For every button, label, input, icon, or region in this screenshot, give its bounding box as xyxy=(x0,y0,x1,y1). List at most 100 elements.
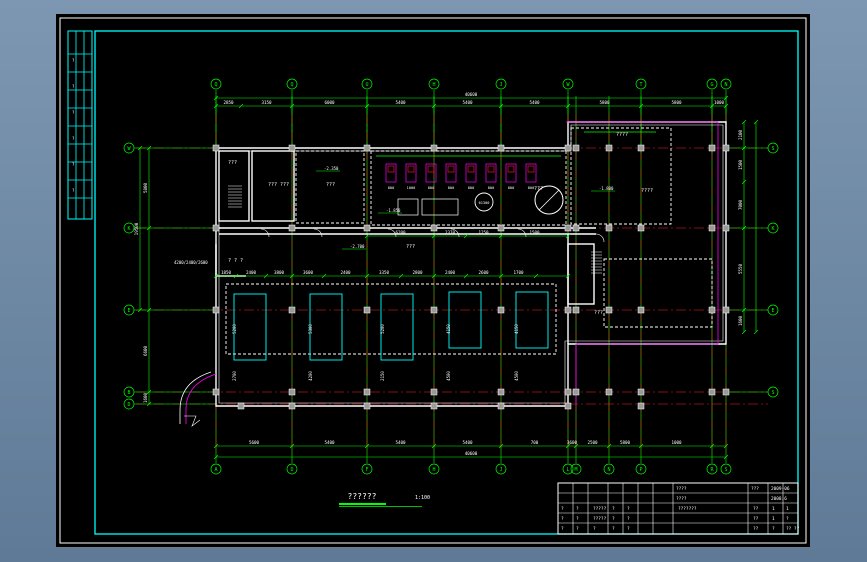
axis-bubble-bottom-label: P xyxy=(639,467,642,473)
column xyxy=(363,388,371,396)
column xyxy=(572,224,580,232)
door-swing xyxy=(517,228,527,238)
break-line xyxy=(184,415,201,427)
dim-inner-row-text: 3600 xyxy=(303,270,314,275)
dim-top-text: 5400 xyxy=(395,100,406,105)
column xyxy=(722,224,730,232)
column xyxy=(605,388,613,396)
dim-inner-mid-text: 1250 xyxy=(478,230,489,235)
dim-bottom-text: 3600 xyxy=(567,440,578,445)
column xyxy=(564,144,572,152)
room-label: ??? xyxy=(594,310,603,316)
dim-bottom-tick xyxy=(638,443,644,449)
pump-motor xyxy=(407,165,415,173)
pump-unit xyxy=(505,163,517,183)
column xyxy=(637,306,645,314)
plan-scale: 1:100 xyxy=(415,495,430,501)
pump-dim: 800 xyxy=(448,186,455,190)
dim-inner-row-tick xyxy=(233,273,239,279)
axis-bubble-top-circle xyxy=(706,78,718,90)
tb-cell: ? xyxy=(561,526,564,532)
room-label: ??? xyxy=(228,160,237,166)
pump-unit xyxy=(485,163,497,183)
column xyxy=(708,144,716,152)
dim-left-tick xyxy=(146,401,152,407)
axis-bubble-top-label: U xyxy=(365,82,368,88)
column xyxy=(497,144,505,152)
outer-wall xyxy=(215,121,727,407)
dim-bottom-tick xyxy=(364,443,370,449)
room-label: ??? ??? xyxy=(268,182,289,188)
axis-bubble-bottom-circle xyxy=(562,463,574,475)
room-label: ??? xyxy=(326,182,335,188)
axis-bubble-top-circle xyxy=(361,78,373,90)
dim-inner-row-tick xyxy=(533,273,539,279)
dim-bottom-tick xyxy=(709,443,715,449)
axis-bubble-bottom-label: D xyxy=(290,467,293,473)
axis-bubble-bottom-circle xyxy=(428,463,440,475)
column xyxy=(572,144,580,152)
tb-cell: ? xyxy=(561,516,564,522)
level-text: -2.350 xyxy=(324,166,339,171)
room-label: ??? xyxy=(406,244,415,250)
axis-bubble-bottom-label: F xyxy=(365,467,368,473)
room-right-lower xyxy=(603,258,713,328)
tank-medium xyxy=(421,198,459,216)
filter-tank xyxy=(380,293,414,361)
dim-bottom-text: 5600 xyxy=(249,440,260,445)
dim-bottom-tick xyxy=(431,443,437,449)
axis-bubble-bottom-label: S xyxy=(724,467,727,473)
tb-cell: ????? xyxy=(593,516,607,522)
dim-left-text: 6600 xyxy=(143,345,148,356)
dim-inner-mid-tick xyxy=(498,233,504,239)
axis-bubble-right-circle xyxy=(767,142,779,154)
tb-cell: 1 xyxy=(786,506,789,512)
dim-inner-row-text: 2400 xyxy=(445,270,456,275)
room-right-upper xyxy=(570,127,672,225)
dim-left-overall-tick xyxy=(137,145,143,151)
tank-dim-v: 5200 xyxy=(232,324,237,334)
door-swing xyxy=(260,228,270,238)
axis-bubble-left-circle xyxy=(123,386,135,398)
axis-bubble-top-label: Q xyxy=(290,82,293,88)
axis-bubble-top-label: T xyxy=(639,82,642,88)
column xyxy=(605,144,613,152)
columns xyxy=(212,144,730,410)
dim-inner-row-text: 2400 xyxy=(246,270,257,275)
dim-inner-row-text: 2800 xyxy=(412,270,423,275)
plan-title: ?????? xyxy=(348,492,377,501)
title-block: ???????2009-06????2008.6????????????????… xyxy=(557,482,800,535)
room-label: ???? xyxy=(641,188,653,194)
column xyxy=(605,224,613,232)
pump-dim: 800 xyxy=(528,186,535,190)
dim-right-tick xyxy=(741,119,747,125)
pump-dim: 1000 xyxy=(407,186,416,190)
filter-tank xyxy=(448,291,482,349)
tank-small xyxy=(397,198,419,216)
round-tank xyxy=(534,185,564,215)
pump-unit xyxy=(445,163,457,183)
axis-bubble-bottom-circle xyxy=(495,463,507,475)
dim-right-text: 2100 xyxy=(738,129,743,140)
magenta-boundary xyxy=(566,121,719,404)
door-swing xyxy=(387,228,397,238)
pump-dim: 800 xyxy=(488,186,495,190)
dim-top-tick xyxy=(213,103,219,109)
column xyxy=(637,402,645,410)
dim-right-overall-tick xyxy=(753,119,759,125)
column xyxy=(212,144,220,152)
dim-inner-row-text: 3800 xyxy=(274,270,285,275)
column xyxy=(430,144,438,152)
dim-right-text: 5550 xyxy=(738,263,743,274)
column xyxy=(572,306,580,314)
inner-frame xyxy=(94,30,799,535)
outer-frame xyxy=(59,17,807,544)
tb-cell: ?? ?? xyxy=(786,526,800,532)
dim-right-text: 1500 xyxy=(738,159,743,170)
dim-top-tick xyxy=(565,103,571,109)
pump-motor xyxy=(487,165,495,173)
column xyxy=(288,402,296,410)
room-label: ???? xyxy=(616,132,628,138)
dim-left-overall-tick xyxy=(137,307,143,313)
dim-top-text: 3150 xyxy=(261,100,272,105)
